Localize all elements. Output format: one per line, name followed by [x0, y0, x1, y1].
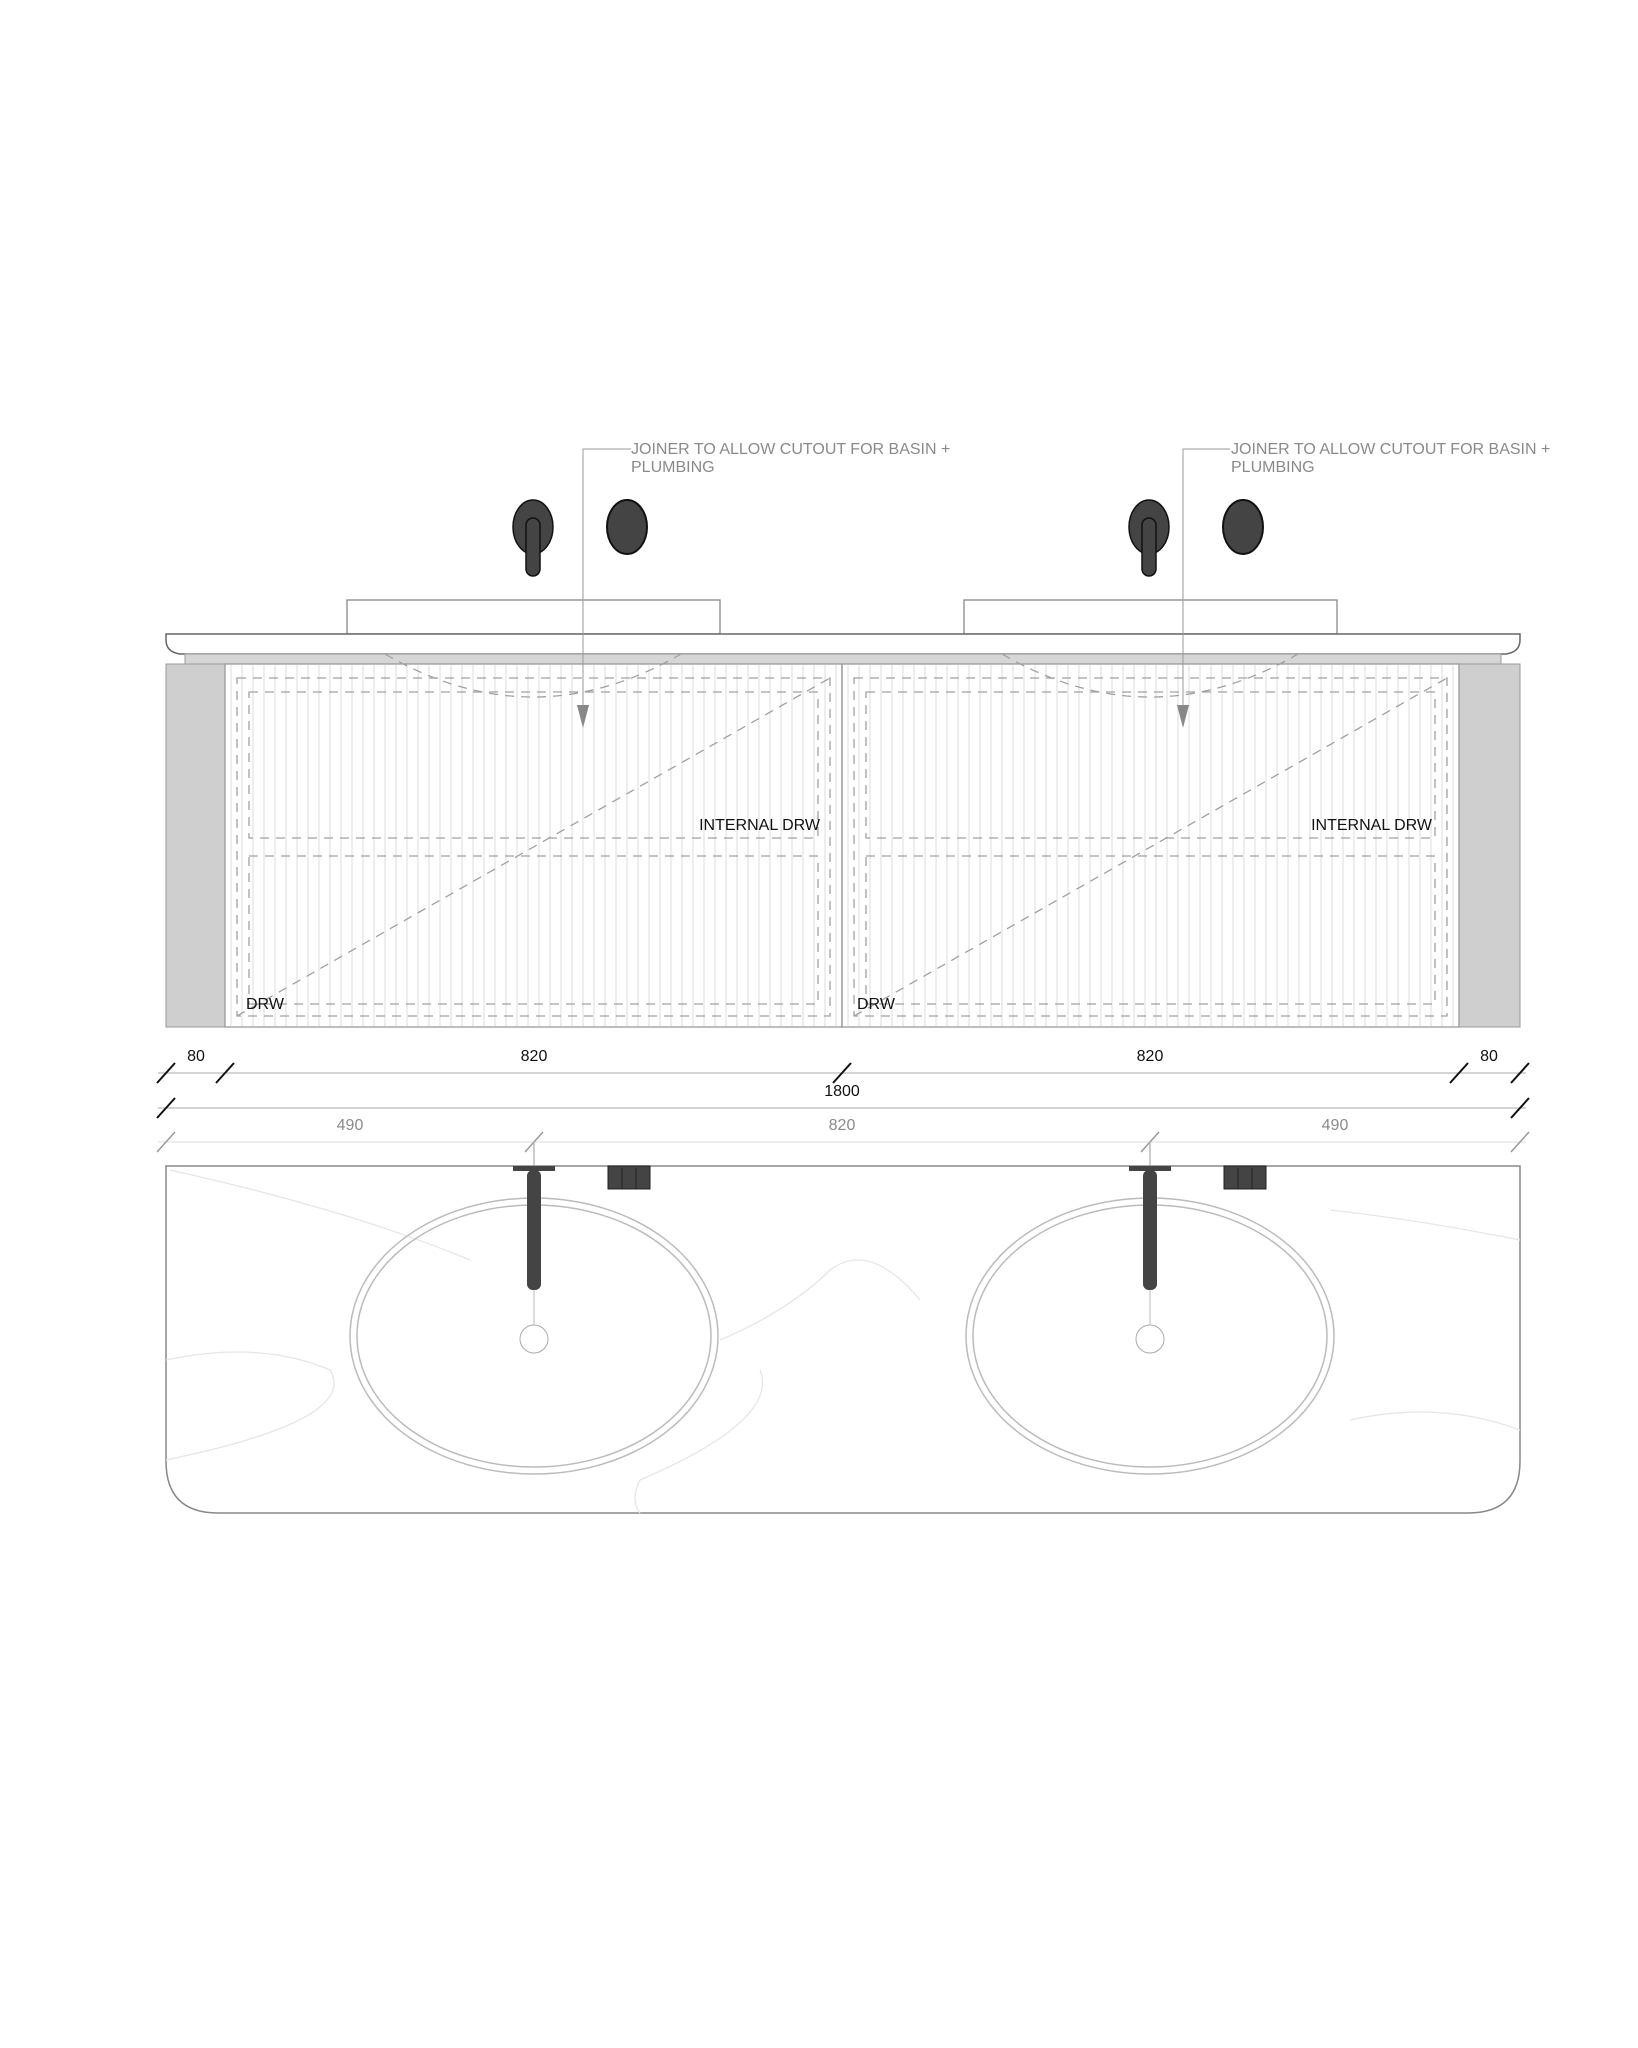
countertop — [165, 633, 1521, 655]
internal-drawer-label-left: INTERNAL DRW — [699, 817, 821, 834]
spout-plan-left — [513, 1166, 555, 1325]
marble-veining — [165, 1169, 1521, 1514]
drain-right — [1135, 1324, 1165, 1354]
dim-80-right: 80 — [1480, 1048, 1498, 1065]
dim-80-left: 80 — [187, 1048, 205, 1065]
dimension-row-1: 80 820 820 80 — [156, 1048, 1530, 1084]
leader-right: JOINER TO ALLOW CUTOUT FOR BASIN + PLUMB… — [1177, 441, 1550, 728]
side-panel-right — [1458, 663, 1521, 1028]
leader-text-line1: JOINER TO ALLOW CUTOUT FOR BASIN + — [631, 441, 950, 458]
drawer-label-right: DRW — [857, 996, 896, 1013]
leader-text-line1: JOINER TO ALLOW CUTOUT FOR BASIN + — [1231, 441, 1550, 458]
mixer-handle-left — [606, 499, 648, 555]
dim-820-centres: 820 — [829, 1117, 856, 1134]
spout-plan-right — [1129, 1166, 1171, 1325]
mixer-plan-right — [1223, 1165, 1267, 1190]
countertop-plan — [165, 1165, 1521, 1514]
door-swing-line — [853, 677, 1448, 1017]
dim-820-left: 820 — [521, 1048, 548, 1065]
drawer-outlines — [236, 677, 1448, 1017]
dimension-row-3: 490 820 490 — [156, 1117, 1530, 1166]
fluted-door-pattern — [230, 665, 1454, 1026]
leader-text-line2: PLUMBING — [631, 459, 715, 476]
mixer-plan-left — [607, 1165, 651, 1190]
dim-490-left: 490 — [337, 1117, 364, 1134]
leader-text-line2: PLUMBING — [1231, 459, 1315, 476]
drawer-outline — [236, 677, 831, 1017]
drawer-outline — [853, 677, 1448, 1017]
dimension-overall: 1800 — [156, 1083, 1530, 1119]
basin-left — [346, 599, 721, 635]
tap-right — [1128, 499, 1170, 577]
door-left — [224, 663, 843, 1028]
side-panel-left — [165, 663, 226, 1028]
leader-left: JOINER TO ALLOW CUTOUT FOR BASIN + PLUMB… — [577, 441, 950, 728]
basin-right — [963, 599, 1338, 635]
top-rail — [184, 653, 1502, 665]
drawer-outline — [865, 855, 1436, 1005]
mixer-handle-right — [1222, 499, 1264, 555]
drawer-outline — [248, 691, 819, 839]
door-swing-line — [236, 677, 831, 1017]
drawer-outline — [248, 855, 819, 1005]
door-right — [841, 663, 1460, 1028]
dim-490-right: 490 — [1322, 1117, 1349, 1134]
drain-left — [519, 1324, 549, 1354]
tap-left — [512, 499, 554, 577]
drawer-outline — [865, 691, 1436, 839]
drawer-label-left: DRW — [246, 996, 285, 1013]
dim-1800: 1800 — [824, 1083, 860, 1100]
internal-drawer-label-right: INTERNAL DRW — [1311, 817, 1433, 834]
dim-820-right: 820 — [1137, 1048, 1164, 1065]
